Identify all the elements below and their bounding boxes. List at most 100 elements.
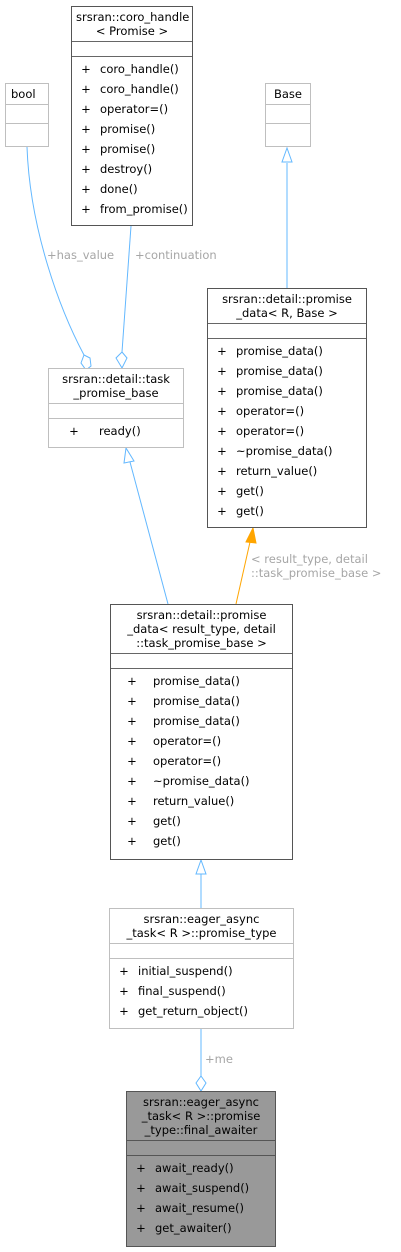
operation-name: operator=() [153,754,222,768]
operation[interactable]: +promise() [72,119,192,139]
class-title-line: ::task_promise_base > [136,636,267,650]
class-title-line: _promise_base [73,386,159,400]
edge-label-has-value: +has_value [47,248,115,262]
class-title: srsran::coro_handle < Promise > [72,7,192,41]
edge-has-value [26,146,85,356]
class-final-awaiter[interactable]: srsran::eager_async _task< R >::promise … [126,1091,276,1247]
operation[interactable]: + promise_data() [208,381,366,401]
visibility-marker: + [217,384,227,398]
operation[interactable]: +promise_data() [111,671,292,691]
operation-name: operator=() [100,102,169,116]
operation[interactable]: +promise_data() [208,341,366,361]
class-title-line: _task< R >::promise [141,1109,261,1123]
edge-label-line: ::task_promise_base > [251,566,382,580]
class-title: srsran::detail::promise _data< R, Base > [208,289,366,323]
operation-name: coro_handle() [100,62,179,76]
class-title: srsran::detail::promise _data< result_ty… [111,605,292,653]
operation-name: operator=() [236,404,305,418]
class-title-line: bool [11,87,36,101]
class-title: srsran::eager_async _task< R >::promise_… [110,909,293,943]
operation[interactable]: +operator=() [111,751,292,771]
operation-name: promise() [100,122,156,136]
visibility-marker: + [81,162,91,176]
class-title-line: _data< R, Base > [236,306,338,320]
operation[interactable]: +promise_data() [208,361,366,381]
attributes-section [49,404,183,418]
operation-name: initial_suspend() [138,964,233,978]
operation[interactable]: +promise() [72,139,192,159]
operation[interactable]: +coro_handle() [72,79,192,99]
operations-list: +await_ready() +await_suspend() +await_r… [127,1156,275,1241]
visibility-marker: + [217,464,227,478]
operation[interactable]: +~promise_data() [208,441,366,461]
operation[interactable]: +final_suspend() [110,981,293,1001]
operation[interactable]: + from_promise() [72,199,192,219]
operation[interactable]: +~promise_data() [111,771,292,791]
operation-name: done() [100,182,138,196]
class-title-line: _type::final_awaiter [144,1123,258,1137]
class-promise-data-instantiation[interactable]: srsran::detail::promise _data< result_ty… [110,604,293,860]
operation[interactable]: + done() [72,179,192,199]
operation[interactable]: +ready() [49,421,183,441]
edge-task-promise-inherit [129,461,169,605]
visibility-marker: + [81,202,91,216]
operation-name: get() [236,504,264,518]
class-title-line: srsran::detail::task [62,372,170,386]
class-coro-handle[interactable]: srsran::coro_handle < Promise > +coro_ha… [71,6,193,226]
attributes-section [6,105,48,123]
template-arrow [245,526,257,544]
operation[interactable]: +get() [208,481,366,501]
operation[interactable]: +return_value() [111,791,292,811]
class-promise-data-template[interactable]: srsran::detail::promise _data< R, Base >… [207,288,367,528]
class-title-line: srsran::detail::promise [222,292,352,306]
visibility-marker: + [136,1221,146,1235]
operation[interactable]: +return_value() [208,461,366,481]
visibility-marker: + [217,424,227,438]
operation-name: ~promise_data() [236,444,333,458]
operation-name: operator=() [153,734,222,748]
class-bool[interactable]: bool [5,83,49,147]
class-title: srsran::detail::task _promise_base [49,369,183,403]
operation[interactable]: +initial_suspend() [110,961,293,981]
operation-name: promise_data() [236,384,323,398]
class-base[interactable]: Base [265,83,311,147]
operation[interactable]: +get() [208,501,366,521]
attributes-section [127,1141,275,1155]
operation-name: get_awaiter() [155,1221,232,1235]
operation-name: await_suspend() [155,1181,250,1195]
class-promise-type[interactable]: srsran::eager_async _task< R >::promise_… [109,908,294,1029]
operation[interactable]: +await_ready() [127,1158,275,1178]
class-title-line: srsran::eager_async [143,912,260,926]
class-task-promise-base[interactable]: srsran::detail::task _promise_base +read… [48,368,184,448]
operation-name: await_resume() [155,1201,245,1215]
operation[interactable]: +promise_data() [111,691,292,711]
operation[interactable]: +get() [111,811,292,831]
inherit-arrow-task-promise [123,446,135,464]
operation-name: promise_data() [153,694,240,708]
class-title-line: < Promise > [95,24,169,38]
edge-continuation [121,225,132,353]
operation[interactable]: +operator=() [111,731,292,751]
visibility-marker: + [81,182,91,196]
operation[interactable]: +promise_data() [111,711,292,731]
operation[interactable]: +operator=() [208,401,366,421]
operation-name: get_return_object() [138,1004,248,1018]
edge-label-template-args: < result_type, detail ::task_promise_bas… [251,552,381,580]
operation[interactable]: +await_suspend() [127,1178,275,1198]
operation[interactable]: +await_resume() [127,1198,275,1218]
inherit-arrow-base [281,146,293,163]
visibility-marker: + [127,834,137,848]
operation[interactable]: +get_return_object() [110,1001,293,1021]
operation[interactable]: +destroy() [72,159,192,179]
operations-list: +promise_data() +promise_data() +promise… [111,669,292,854]
operation-name: from_promise() [100,202,188,216]
operation[interactable]: +operator=() [72,99,192,119]
operation[interactable]: + get_awaiter() [127,1218,275,1238]
operation[interactable]: +get() [111,831,292,851]
class-title-line: srsran::eager_async [143,1095,259,1109]
visibility-marker: + [217,364,227,378]
operation[interactable]: +operator=() [208,421,366,441]
visibility-marker: + [127,774,137,788]
visibility-marker: + [119,984,129,998]
operation[interactable]: +coro_handle() [72,59,192,79]
